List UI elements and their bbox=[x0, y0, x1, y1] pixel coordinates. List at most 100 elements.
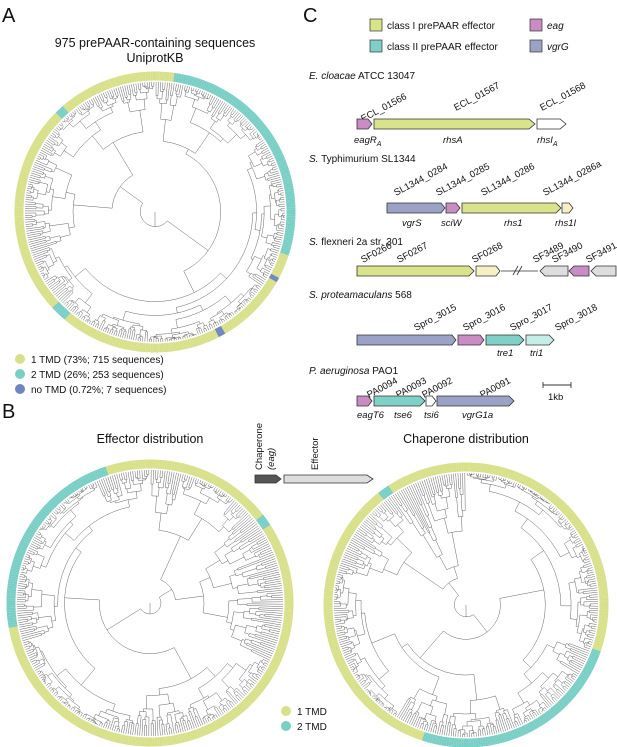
tree-tip-ring-segment bbox=[20, 250, 30, 256]
tree-tip-ring-segment bbox=[191, 76, 197, 87]
tree-tip-ring-segment bbox=[279, 252, 289, 258]
tree-tip-ring-segment bbox=[24, 157, 34, 163]
tree-tip-ring-segment bbox=[276, 157, 286, 163]
tree-tip-ring-segment bbox=[32, 680, 42, 688]
tree-tip-ring-segment bbox=[553, 704, 562, 713]
tree-tip-ring-segment bbox=[204, 724, 211, 735]
tree-tip-ring-segment bbox=[255, 294, 265, 303]
tree-tip-ring-segment bbox=[571, 685, 580, 693]
gene-label: eagT6 bbox=[357, 410, 385, 421]
tree-tip-ring-segment bbox=[260, 520, 269, 528]
tree-tip-ring-segment bbox=[343, 673, 353, 681]
tree-tip-ring-segment bbox=[528, 721, 536, 731]
tree-tip-ring-segment bbox=[234, 99, 242, 109]
legend-c-label-vgrg: vgrG bbox=[547, 42, 569, 53]
tree-tip-ring-segment bbox=[239, 104, 248, 113]
tree-tip-ring-segment bbox=[536, 484, 544, 494]
tree-tip-ring-segment bbox=[22, 256, 33, 263]
tree-tip-ring-segment bbox=[80, 476, 87, 486]
tree-tip-ring-segment bbox=[275, 154, 285, 161]
tree-tip-ring-segment bbox=[72, 318, 80, 328]
tree-tip-ring-segment bbox=[399, 478, 406, 488]
tree-tip-ring-segment bbox=[197, 335, 204, 345]
tree-tip-ring-segment bbox=[580, 671, 590, 679]
tree-tip-ring-segment bbox=[78, 719, 85, 729]
tree-tip-ring-segment bbox=[336, 542, 347, 549]
tree-tip-ring-segment bbox=[332, 652, 343, 659]
tree-tip-ring-segment bbox=[254, 685, 264, 694]
tree-tip-ring-segment bbox=[431, 466, 436, 476]
tree-tip-ring-segment bbox=[327, 570, 337, 575]
tree-tip-ring-segment bbox=[105, 465, 111, 476]
tree-tip-ring-segment bbox=[189, 76, 194, 86]
tree-tip-ring-segment bbox=[505, 468, 511, 479]
tree-tip-ring-segment bbox=[22, 254, 32, 261]
legend-a-label-1tmd: 1 TMD (73%; 715 sequences) bbox=[31, 355, 164, 366]
tree-tip-ring-segment bbox=[226, 94, 234, 103]
break-mark bbox=[516, 265, 523, 276]
tree-tip-ring-segment bbox=[257, 292, 266, 301]
tree-tip-ring-segment bbox=[18, 657, 29, 664]
tree-tip-ring-segment bbox=[12, 642, 23, 648]
tree-tip-ring-segment bbox=[267, 533, 277, 540]
tree-tip-ring-segment bbox=[538, 715, 546, 725]
tree-tip-ring-segment bbox=[232, 98, 240, 107]
tree-tip-ring-segment bbox=[332, 553, 342, 560]
tree-tip-ring-segment bbox=[62, 104, 71, 113]
tree-tip-ring-segment bbox=[29, 271, 39, 278]
tree-tip-ring-segment bbox=[384, 486, 392, 496]
tree-tip-ring-segment bbox=[78, 477, 85, 487]
tree-tip-ring-segment bbox=[524, 723, 531, 734]
tree-tip-ring-segment bbox=[204, 471, 211, 482]
tree-tip-ring-segment bbox=[498, 733, 503, 744]
tree-tip-ring-segment bbox=[33, 139, 43, 147]
tree-tip-ring-segment bbox=[431, 734, 436, 744]
tree-tip-ring-segment bbox=[66, 101, 75, 110]
tree-tip-ring-segment bbox=[592, 560, 603, 566]
tree-tip-ring-segment bbox=[251, 299, 260, 308]
tree-tip-ring-segment bbox=[249, 691, 259, 700]
tree-tip-ring-segment bbox=[182, 74, 187, 84]
tree-tip-ring-segment bbox=[526, 478, 533, 488]
tree-tip-ring-segment bbox=[509, 470, 515, 480]
tree-tip-ring-segment bbox=[26, 672, 36, 680]
schematic-eag-label: (eag) bbox=[266, 448, 277, 470]
tree-tip-ring-segment bbox=[40, 508, 49, 517]
tree-tip-ring-segment bbox=[227, 485, 235, 495]
tree-tip-ring-segment bbox=[206, 82, 213, 92]
tree-tip-ring-segment bbox=[272, 655, 283, 662]
tree-tip-ring-segment bbox=[569, 515, 579, 523]
tree-tip-ring-segment bbox=[532, 719, 540, 729]
tree-tip-ring-segment bbox=[520, 474, 527, 485]
tree-tip-ring-segment bbox=[278, 254, 288, 261]
tree-tip-ring-segment bbox=[59, 308, 68, 317]
tree-tip-ring-segment bbox=[278, 640, 288, 645]
tree-tip-ring-segment bbox=[513, 728, 520, 739]
tree-tip-ring-segment bbox=[394, 720, 402, 730]
tree-tip-ring-segment bbox=[276, 646, 286, 653]
tree-tip-ring-segment bbox=[16, 653, 27, 660]
tree-tip-ring-segment bbox=[335, 544, 346, 551]
tree-tip-ring-segment bbox=[108, 731, 113, 741]
tree-tip-ring-segment bbox=[109, 78, 115, 88]
tree-tip-ring-segment bbox=[91, 725, 98, 736]
tree-tip-ring-segment bbox=[38, 510, 47, 519]
tree-a bbox=[14, 71, 296, 353]
gene-class1-effector bbox=[461, 202, 562, 214]
tree-tip-ring-segment bbox=[281, 246, 291, 251]
tree-tip-ring-segment bbox=[374, 494, 382, 503]
tree-tip-ring-segment bbox=[528, 479, 536, 489]
tree-tip-ring-segment bbox=[177, 734, 183, 744]
tree-tip-ring-segment bbox=[520, 725, 527, 736]
tree-tip-ring-segment bbox=[26, 526, 36, 534]
tree-tip-ring-segment bbox=[282, 243, 292, 249]
tree-tip-ring-segment bbox=[24, 531, 34, 538]
tree-tip-ring-segment bbox=[417, 730, 423, 740]
tree-tip-ring-segment bbox=[60, 309, 69, 319]
tree-tip-ring-segment bbox=[202, 470, 209, 481]
tree-tip-ring-segment bbox=[195, 78, 201, 88]
tree-tip-ring-segment bbox=[226, 321, 234, 330]
gene-eag bbox=[445, 202, 461, 214]
gene-eag bbox=[457, 334, 485, 346]
tree-tip-ring-segment bbox=[328, 639, 338, 645]
